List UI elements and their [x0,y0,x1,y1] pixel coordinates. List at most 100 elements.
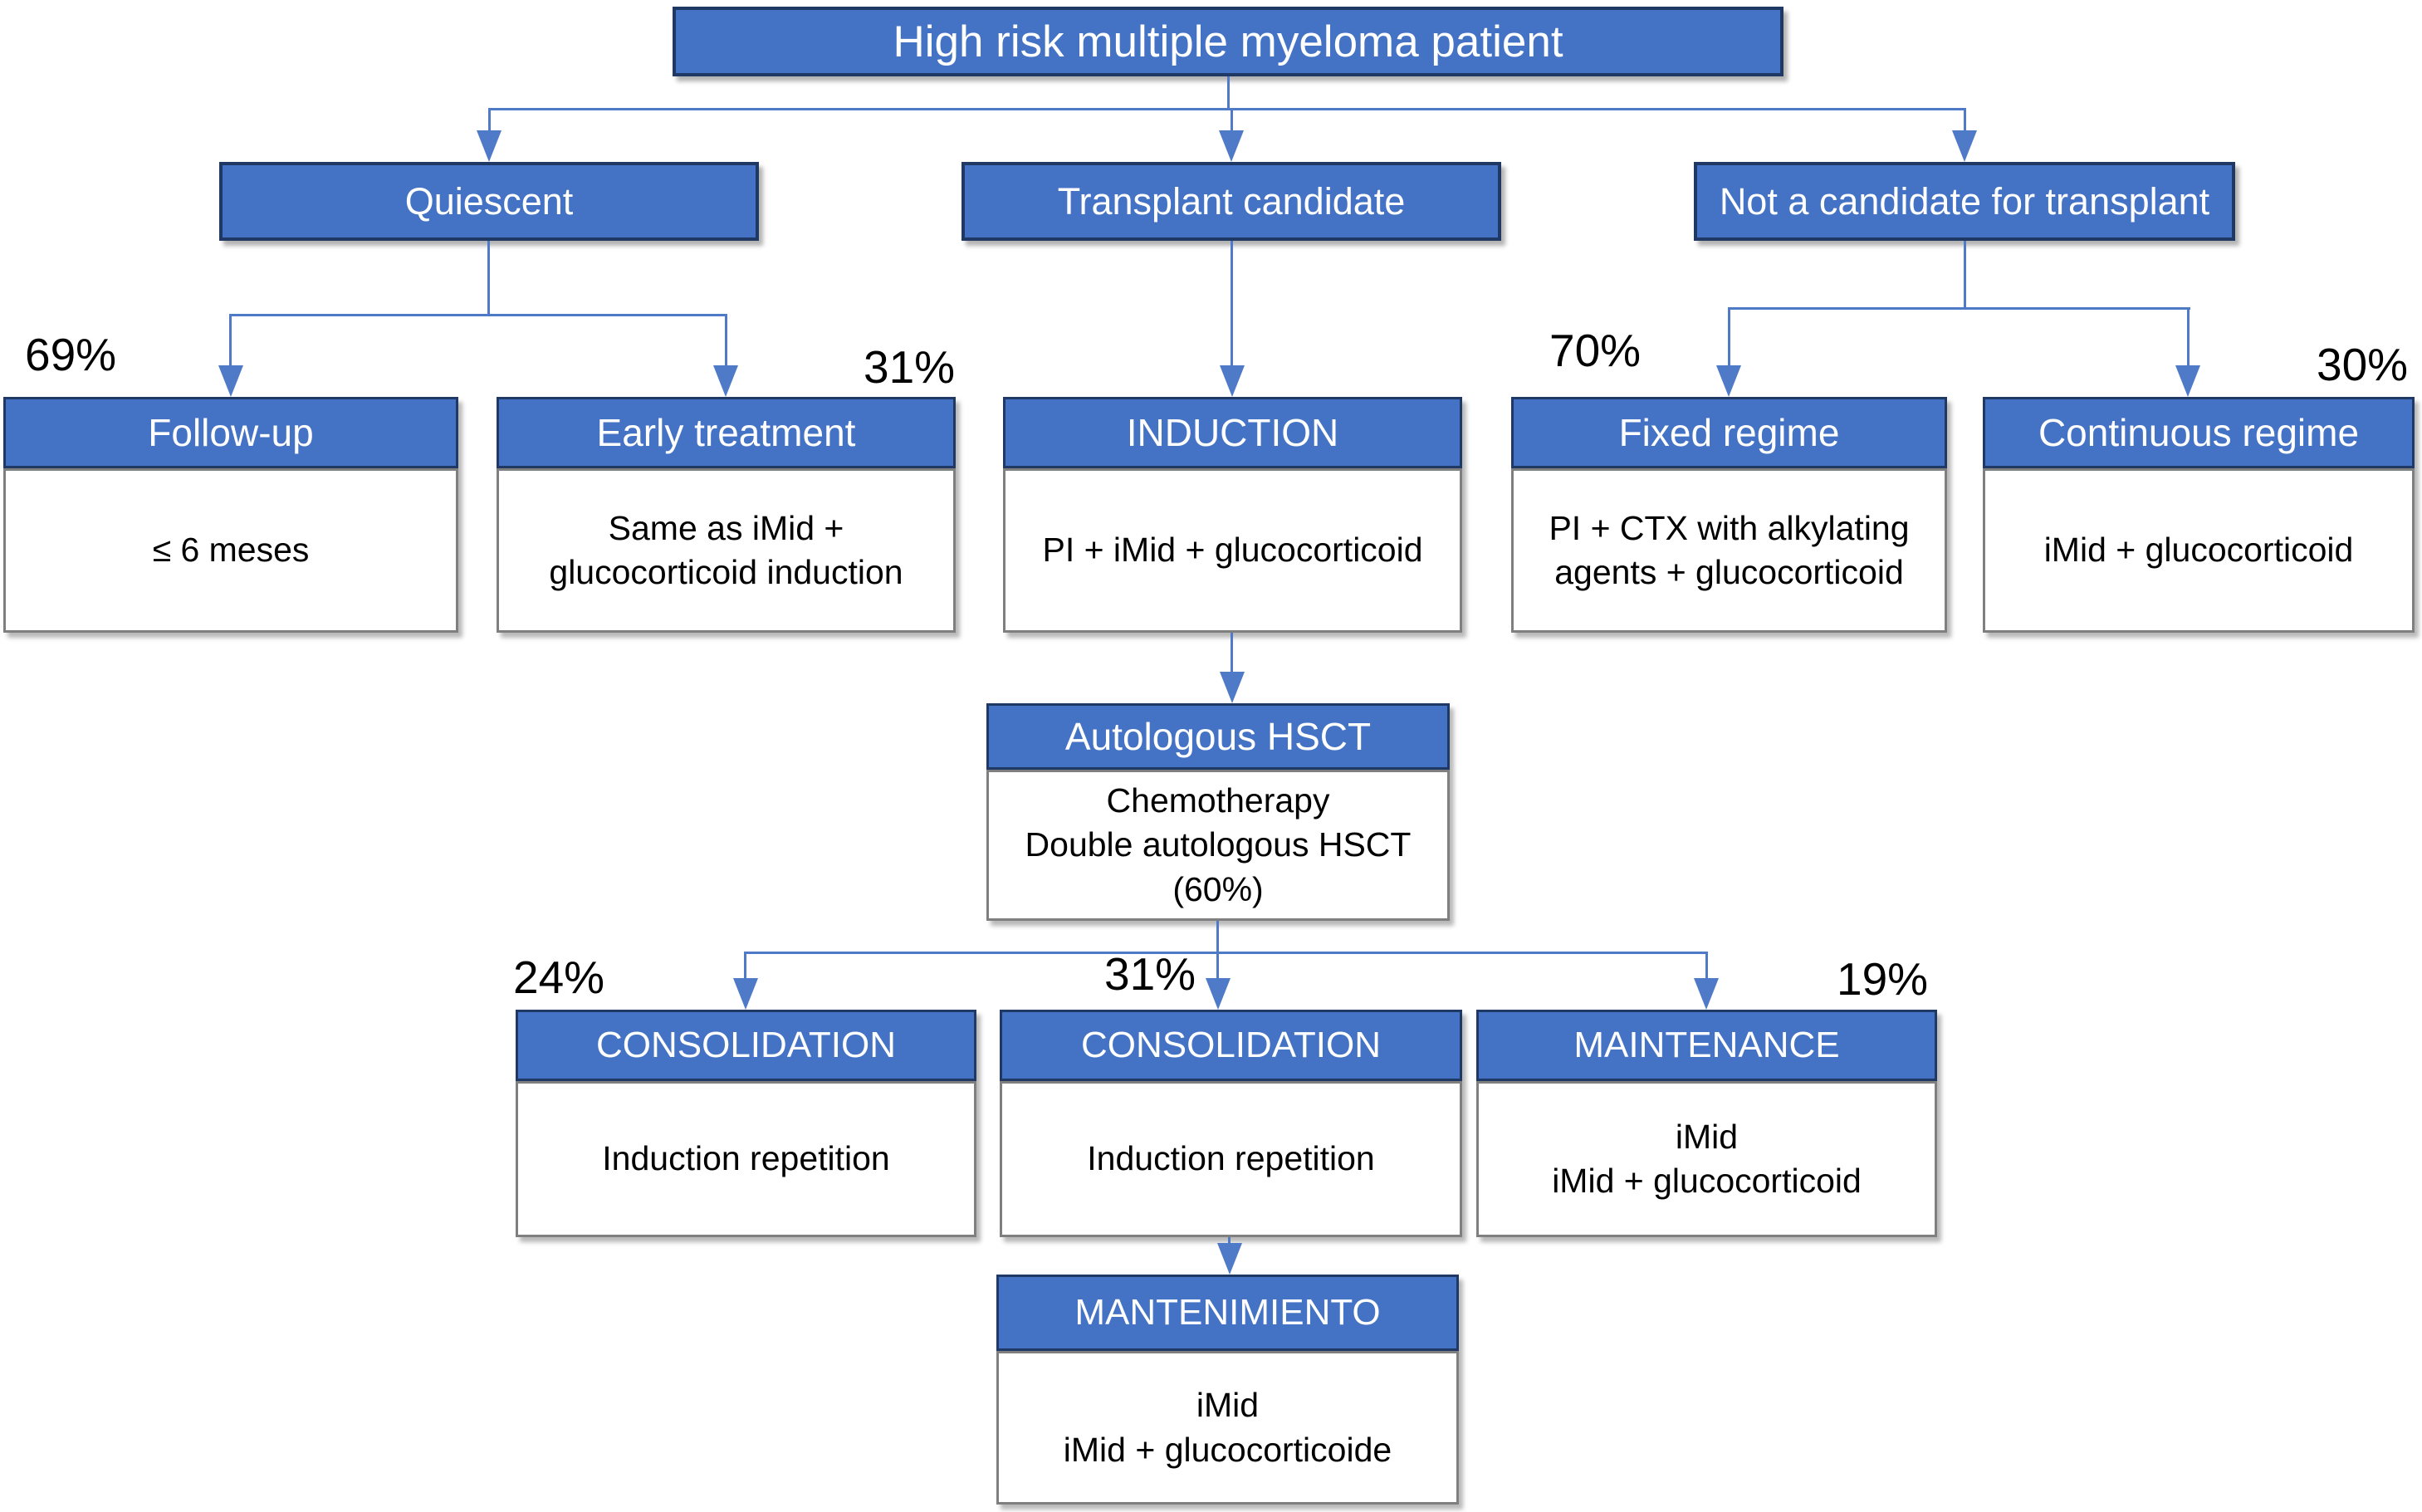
node-maintenance-title: MAINTENANCE [1573,1025,1840,1065]
connector-drop-consolidation-mid [1216,952,1219,980]
node-continuous-regime-line: iMid + glucocorticoid [2043,531,2354,570]
node-continuous-regime-header: Continuous regime [1983,397,2415,468]
node-autologous-hsct: Autologous HSCT Chemotherapy Double auto… [986,703,1450,921]
connector-drop-not-candidate [1964,108,1966,131]
node-mantenimiento-line: iMid [1196,1386,1260,1425]
connector-drop-maintenance [1705,952,1708,980]
node-maintenance-body: iMid iMid + glucocorticoid [1476,1081,1937,1237]
connector-drop-continuous [2187,307,2190,367]
node-root-label: High risk multiple myeloma patient [893,17,1563,66]
node-transplant-candidate-label: Transplant candidate [1057,179,1406,223]
node-followup: Follow-up ≤ 6 meses [3,397,458,633]
node-continuous-regime: Continuous regime iMid + glucocorticoid [1983,397,2415,633]
arrowhead-not-candidate [1952,130,1977,162]
node-consolidation-left-line: Induction repetition [602,1139,890,1178]
arrowhead-quiescent [477,130,502,162]
arrowhead-consolidation-left [733,978,758,1010]
node-followup-header: Follow-up [3,397,458,468]
connector-level2-bar [489,108,1965,110]
connector-drop-quiescent [488,108,491,131]
node-maintenance-line: iMid [1675,1117,1739,1156]
arrowhead-continuous [2175,365,2200,397]
node-quiescent-label: Quiescent [404,179,574,223]
node-mantenimiento: MANTENIMIENTO iMid iMid + glucocorticoid… [996,1275,1459,1505]
percent-fixed-regime: 70% [1549,325,1642,376]
arrowhead-followup [218,365,243,397]
node-mantenimiento-line: iMid + glucocorticoide [1063,1430,1392,1469]
connector-hsct-bar [746,952,1708,954]
arrowhead-consolidation-mid [1206,978,1231,1010]
percent-consolidation-left: 24% [513,952,605,1003]
node-followup-title: Follow-up [148,411,314,454]
node-early-treatment-body: Same as iMid + glucocorticoid induction [497,468,956,633]
node-consolidation-mid-title: CONSOLIDATION [1080,1025,1381,1065]
node-induction-line: PI + iMid + glucocorticoid [1042,531,1423,570]
node-fixed-regime-body: PI + CTX with alkylating agents + glucoc… [1511,468,1947,633]
node-early-treatment-title: Early treatment [596,411,856,454]
node-quiescent: Quiescent [219,162,759,241]
arrowhead-mantenimiento [1217,1243,1242,1275]
node-autologous-hsct-body: Chemotherapy Double autologous HSCT (60%… [986,770,1450,921]
node-not-candidate-label: Not a candidate for transplant [1719,179,2210,223]
node-autologous-hsct-line: (60%) [1172,869,1264,908]
node-induction-body: PI + iMid + glucocorticoid [1003,468,1462,633]
connector-drop-consolidation-left [744,952,746,980]
node-maintenance-line: iMid + glucocorticoid [1552,1162,1862,1200]
node-early-treatment-line: Same as iMid + [608,508,844,547]
node-induction-header: INDUCTION [1003,397,1462,468]
node-early-treatment-line: glucocorticoid induction [549,553,903,591]
node-mantenimiento-title: MANTENIMIENTO [1074,1292,1381,1333]
percent-consolidation-mid: 31% [1104,948,1196,1000]
connector-quiescent-bar [231,314,727,316]
node-followup-body: ≤ 6 meses [3,468,458,633]
connector-drop-followup [229,314,232,367]
node-consolidation-mid: CONSOLIDATION Induction repetition [1000,1010,1462,1237]
arrowhead-hsct [1220,672,1245,703]
percent-continuous-regime: 30% [2317,339,2409,390]
node-followup-line: ≤ 6 meses [152,531,310,570]
node-consolidation-mid-line: Induction repetition [1087,1139,1375,1178]
node-fixed-regime-title: Fixed regime [1618,411,1840,454]
node-consolidation-left-body: Induction repetition [516,1081,976,1237]
arrowhead-early [713,365,738,397]
node-consolidation-left: CONSOLIDATION Induction repetition [516,1010,976,1237]
percent-followup: 69% [25,329,117,380]
node-fixed-regime-header: Fixed regime [1511,397,1947,468]
connector-root-stem [1227,76,1230,110]
node-consolidation-mid-body: Induction repetition [1000,1081,1462,1237]
arrowhead-maintenance [1694,978,1719,1010]
percent-maintenance: 19% [1837,953,1929,1005]
node-mantenimiento-body: iMid iMid + glucocorticoide [996,1351,1459,1505]
node-early-treatment-header: Early treatment [497,397,956,468]
connector-drop-transplant [1231,108,1233,131]
node-root: High risk multiple myeloma patient [673,7,1783,76]
percent-early-treatment: 31% [864,341,956,393]
connector-transplant-stem [1231,241,1233,367]
node-consolidation-left-header: CONSOLIDATION [516,1010,976,1081]
node-continuous-regime-body: iMid + glucocorticoid [1983,468,2415,633]
connector-induction-stem [1231,633,1233,673]
connector-quiescent-stem [487,241,490,316]
node-transplant-candidate: Transplant candidate [961,162,1501,241]
node-maintenance-header: MAINTENANCE [1476,1010,1937,1081]
arrowhead-transplant [1219,130,1244,162]
node-autologous-hsct-line: Double autologous HSCT [1025,825,1412,864]
node-fixed-regime-line: PI + CTX with alkylating [1549,508,1910,547]
connector-consolidation-mid-stem [1228,1237,1231,1245]
node-consolidation-left-title: CONSOLIDATION [595,1025,896,1065]
node-autologous-hsct-header: Autologous HSCT [986,703,1450,770]
node-autologous-hsct-title: Autologous HSCT [1064,715,1372,758]
node-induction: INDUCTION PI + iMid + glucocorticoid [1003,397,1462,633]
node-early-treatment: Early treatment Same as iMid + glucocort… [497,397,956,633]
node-fixed-regime-line: agents + glucocorticoid [1554,553,1904,591]
connector-drop-early [725,314,727,367]
node-mantenimiento-header: MANTENIMIENTO [996,1275,1459,1351]
node-autologous-hsct-line: Chemotherapy [1106,781,1330,820]
arrowhead-fixed [1716,365,1741,397]
connector-drop-fixed [1728,307,1730,367]
arrowhead-induction [1220,365,1245,397]
node-not-candidate: Not a candidate for transplant [1694,162,2235,241]
node-fixed-regime: Fixed regime PI + CTX with alkylating ag… [1511,397,1947,633]
node-continuous-regime-title: Continuous regime [2038,411,2360,454]
